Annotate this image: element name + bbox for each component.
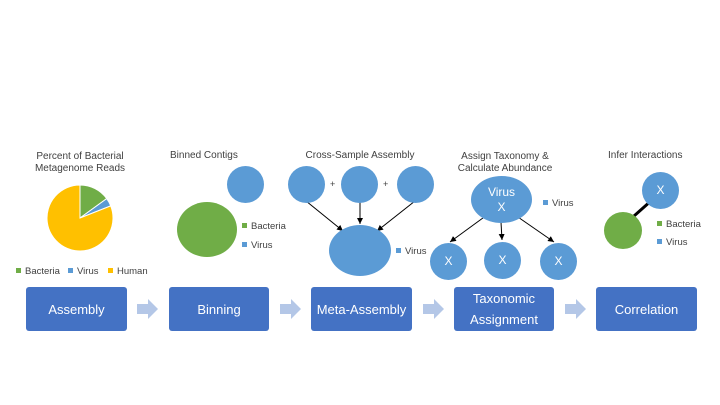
plus-sign-1: + [330,179,336,189]
cross-sample-legend-virus: Virus [396,246,426,257]
connector-right-to-merged [376,200,416,232]
binned-legend-bacteria: Bacteria [242,221,286,232]
stage-binning: Binning [169,287,269,331]
pie-slice-human [46,184,114,252]
pie-legend-human: Human [108,266,148,277]
sample-contig-circle-1 [288,166,325,203]
interactions-legend-bacteria: Bacteria [657,219,701,230]
connector-virus-to-x2 [498,221,505,241]
stage-arrow-2 [280,299,301,319]
cross-sample-title: Cross-Sample Assembly [305,150,415,161]
sample-contig-circle-3 [397,166,434,203]
virus-swatch [657,238,662,244]
bacteria-swatch [657,220,662,226]
taxonomy-legend-virus: Virus [543,198,573,209]
interactions-title: Infer Interactions [608,150,683,161]
pie-title-line1: Percent of Bacterial [36,151,124,162]
stage-taxonomic-line1: Taxonomic [472,291,536,306]
bacteria-swatch [16,267,21,273]
stage-taxonomic-assignment: Taxonomic Assignment [454,287,554,331]
virus-taxon-node: Virus X [471,176,532,223]
interaction-virus-node: X [642,172,679,209]
interactions-legend-virus-label: Virus [666,237,688,248]
binned-title: Binned Contigs [170,150,238,161]
bacteria-bin-circle [177,202,237,257]
bacteria-swatch [242,222,247,228]
plus-sign-2: + [383,179,389,189]
pie-legend-virus-label: Virus [77,266,99,277]
virus-swatch [242,241,247,247]
pie-title-line2: Metagenome Reads [34,163,126,174]
binned-legend-bacteria-label: Bacteria [251,221,286,232]
human-swatch [108,267,113,273]
taxonomy-title-line1: Assign Taxonomy & [461,151,549,162]
taxonomy-title-line2: Calculate Abundance [457,163,553,174]
sample-contig-circle-2 [341,166,378,203]
pie-legend-bacteria-label: Bacteria [25,266,60,277]
interactions-legend-bacteria-label: Bacteria [666,219,701,230]
binned-legend-virus-label: Virus [251,240,273,251]
binned-legend-virus: Virus [242,240,272,251]
taxon-child-node-2: X [484,242,521,279]
interactions-legend-virus: Virus [657,237,687,248]
stage-meta-assembly: Meta-Assembly [311,287,412,331]
stage-arrow-3 [423,299,444,319]
connector-virus-to-x3 [514,214,555,243]
pie-legend-bacteria: Bacteria [16,266,60,277]
taxonomy-legend-virus-label: Virus [552,198,574,209]
pie-legend-virus: Virus [68,266,98,277]
virus-swatch [68,267,73,273]
taxon-child-node-3: X [540,243,577,280]
virus-swatch [396,247,401,253]
taxon-child-node-1: X [430,243,467,280]
connector-virus-to-x1 [449,214,488,243]
stage-arrow-1 [137,299,158,319]
cross-sample-legend-virus-label: Virus [405,246,427,257]
pie-title: Percent of Bacterial Metagenome Reads [20,151,140,175]
stage-correlation: Correlation [596,287,697,331]
virus-taxon-label: Virus [487,184,516,199]
virus-taxon-x: X [497,199,506,214]
virus-swatch [543,199,548,205]
connector-left-to-merged [305,200,344,232]
taxonomy-title: Assign Taxonomy & Calculate Abundance [450,151,560,175]
interaction-bacteria-node [604,212,642,249]
virus-bin-circle [227,166,264,203]
stage-taxonomic-line2: Assignment [470,312,538,327]
pie-legend-human-label: Human [117,266,148,277]
reads-pie-chart [46,184,114,252]
stage-arrow-4 [565,299,586,319]
stage-assembly: Assembly [26,287,127,331]
merged-contig-circle [329,225,391,276]
